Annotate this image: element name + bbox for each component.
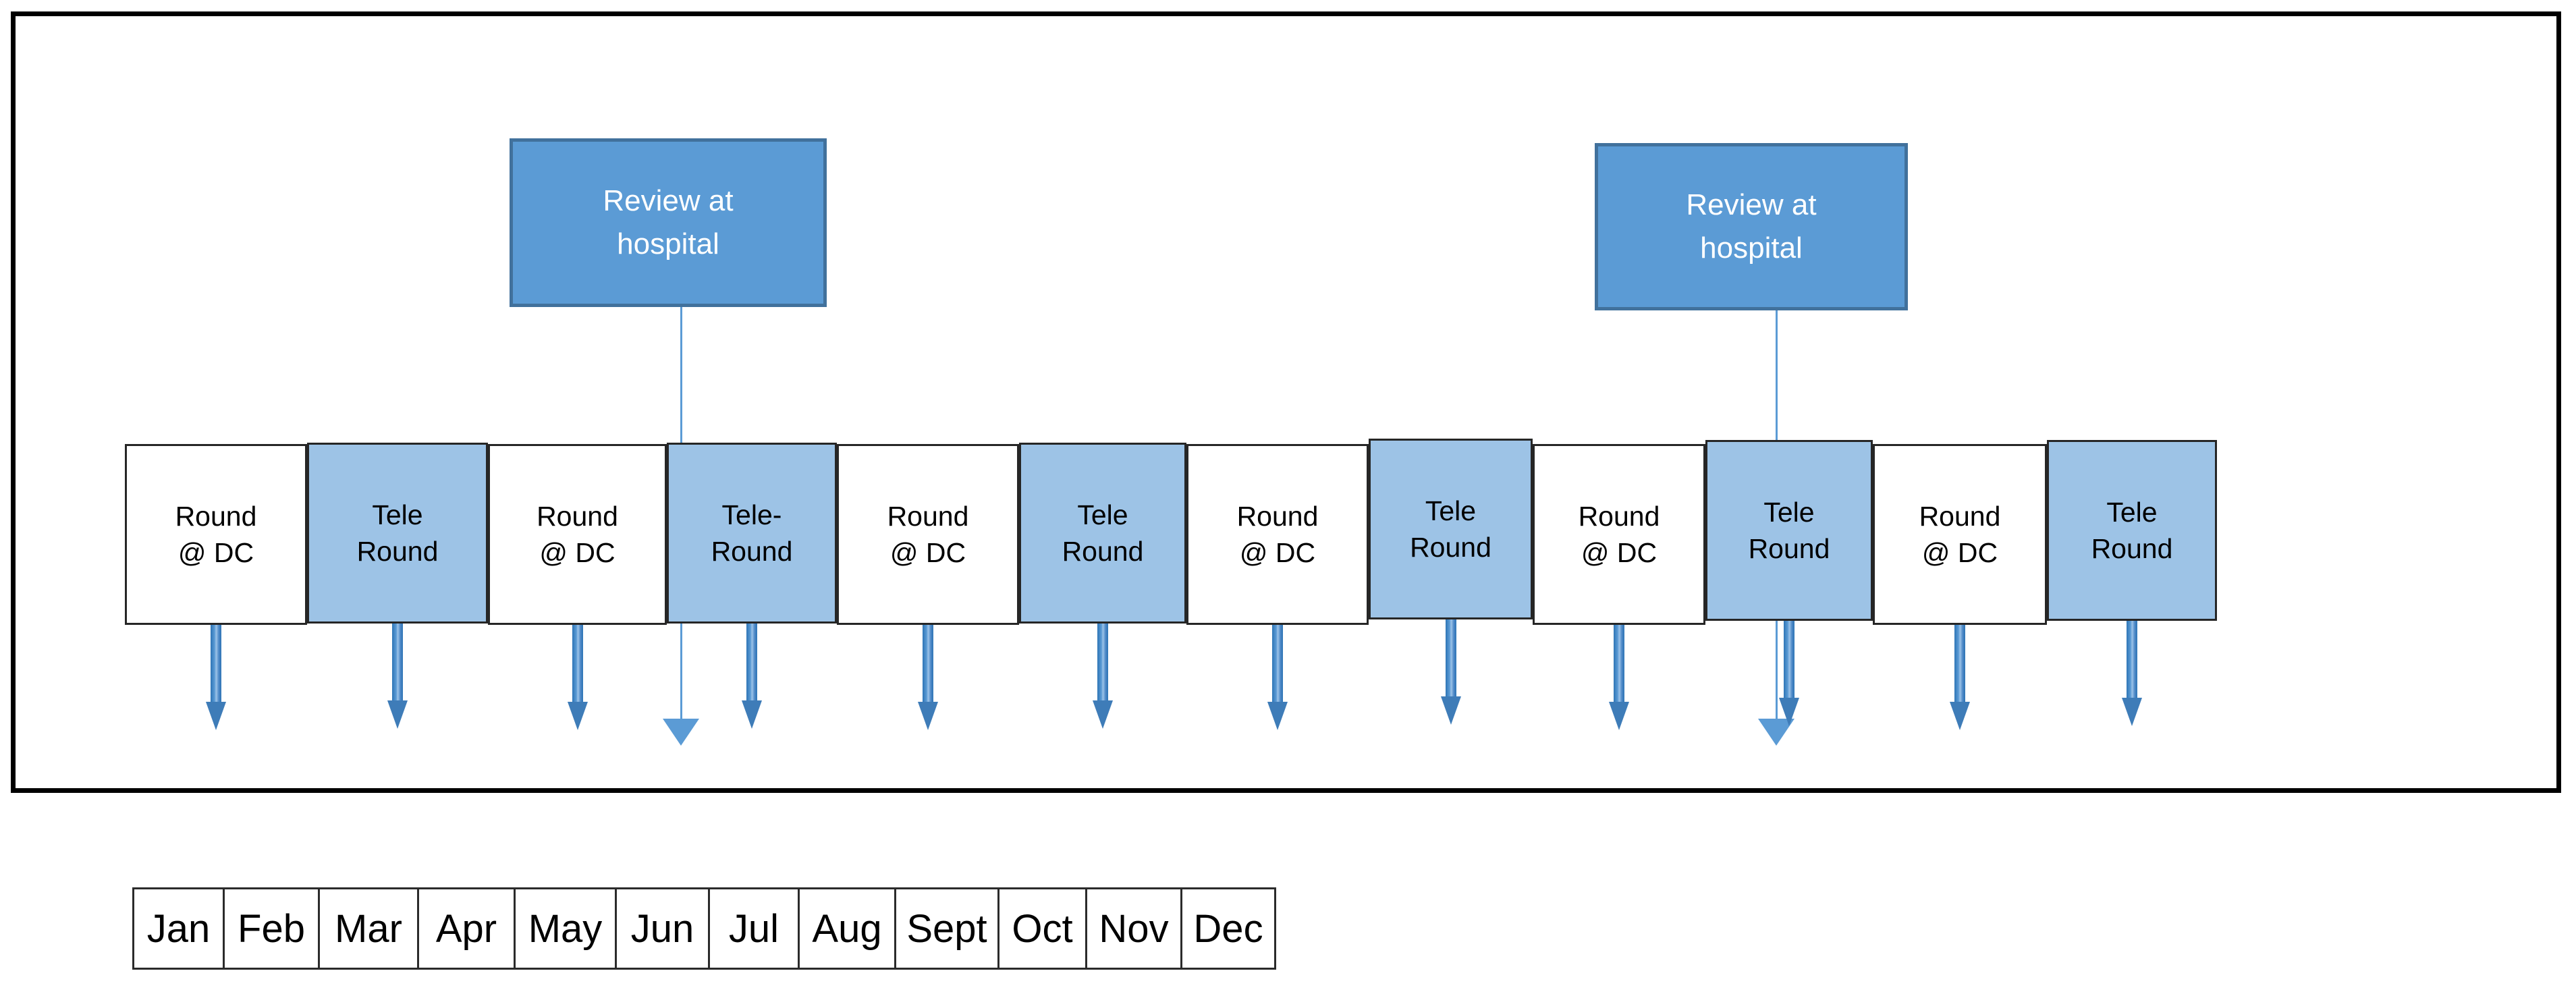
month-cell-may: May: [514, 887, 617, 970]
arrow-head: [1609, 702, 1629, 730]
review-at-hospital-callout: Review at hospital: [1595, 143, 1908, 310]
arrow-head: [1440, 696, 1461, 725]
timeline-cell-jul: Round @ DC: [1186, 444, 1369, 625]
arrow-shaft: [211, 625, 221, 704]
timeline-cell-may: Round @ DC: [837, 444, 1019, 625]
timeline-cell-jun: Tele Round: [1019, 443, 1186, 624]
arrow-head: [1093, 700, 1113, 729]
review-at-hospital-callout: Review at hospital: [510, 138, 827, 307]
arrow-head: [1950, 702, 1970, 730]
arrow-shaft: [1272, 625, 1283, 704]
arrow-shaft: [392, 624, 403, 703]
timeline-cell-jan: Round @ DC: [125, 444, 307, 625]
month-cell-feb: Feb: [223, 887, 320, 970]
timeline-cell-apr: Tele- Round: [667, 443, 837, 624]
timeline-cell-mar: Round @ DC: [488, 444, 667, 625]
arrow-shaft: [1784, 621, 1794, 700]
arrow-head: [206, 702, 226, 730]
month-cell-dec: Dec: [1180, 887, 1276, 970]
month-cell-jul: Jul: [708, 887, 800, 970]
timeline-cell-oct: Tele Round: [1705, 440, 1873, 621]
month-cell-jan: Jan: [132, 887, 225, 970]
timeline-cell-feb: Tele Round: [307, 443, 488, 624]
arrow-head: [918, 702, 938, 730]
arrow-head: [567, 702, 588, 730]
arrow-head: [387, 700, 408, 729]
timeline-cell-dec: Tele Round: [2047, 440, 2217, 621]
month-cell-oct: Oct: [997, 887, 1087, 970]
month-cell-apr: Apr: [417, 887, 516, 970]
timeline-cell-nov: Round @ DC: [1873, 444, 2047, 625]
arrow-head: [1779, 698, 1799, 726]
arrow-shaft: [2127, 621, 2137, 700]
arrow-head: [742, 700, 762, 729]
timeline-cell-sept: Round @ DC: [1533, 444, 1705, 625]
arrow-shaft: [572, 625, 583, 704]
month-cell-jun: Jun: [615, 887, 710, 970]
callout-connector-arrowhead: [663, 719, 699, 746]
month-cell-aug: Aug: [798, 887, 896, 970]
month-cell-nov: Nov: [1085, 887, 1182, 970]
arrow-shaft: [923, 625, 933, 704]
arrow-head: [1267, 702, 1288, 730]
arrow-shaft: [1097, 624, 1108, 703]
arrow-shaft: [1614, 625, 1624, 704]
arrow-shaft: [1445, 619, 1456, 699]
arrow-shaft: [1954, 625, 1965, 704]
month-cell-sept: Sept: [894, 887, 999, 970]
arrow-shaft: [746, 624, 757, 703]
arrow-head: [2122, 698, 2142, 726]
timeline-cell-aug: Tele Round: [1369, 439, 1533, 619]
month-cell-mar: Mar: [318, 887, 419, 970]
